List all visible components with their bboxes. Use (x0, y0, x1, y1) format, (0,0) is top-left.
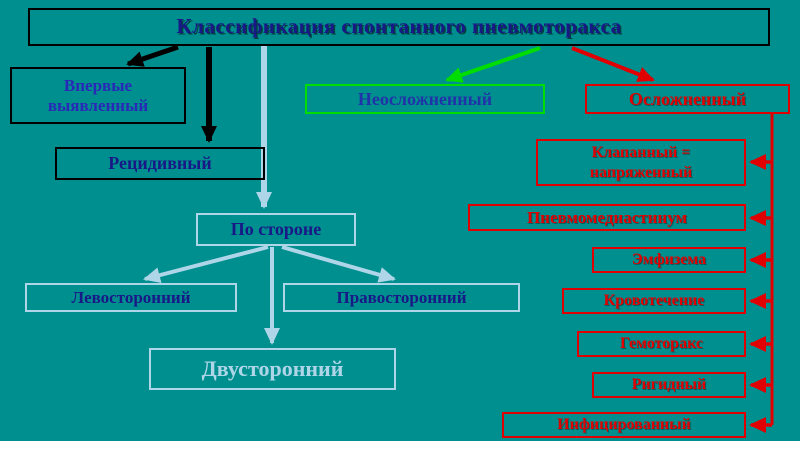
node-valve-tension: Клапанный = напряженный (536, 139, 746, 186)
node-right-sided: Правосторонний (283, 283, 520, 312)
node-recurrent: Рецидивный (55, 147, 265, 180)
node-first-detected: Впервые выявленный (10, 67, 186, 124)
node-hemothorax: Гемоторакс (577, 331, 746, 357)
node-emphysema: Эмфизема (592, 247, 746, 273)
node-by-side: По стороне (196, 213, 356, 246)
arrow-to-left-sided (143, 245, 269, 283)
node-bleeding: Кровотечение (562, 288, 746, 314)
node-infected: Инфицированный (502, 412, 746, 438)
node-left-sided: Левосторонний (25, 283, 237, 312)
arrow-to-complicated (571, 46, 655, 82)
diagram-title: Классификация спонтанного пневмоторакса (28, 8, 770, 46)
node-complicated: Осложненный (585, 84, 790, 114)
node-bilateral: Двусторонний (149, 348, 396, 390)
node-rigid: Ригидный (592, 372, 746, 398)
node-uncomplicated: Неосложненный (305, 84, 545, 114)
arrow-to-first-detected (126, 44, 179, 67)
node-pneumomediastinum: Пневмомедиастинум (468, 204, 746, 231)
arrow-to-right-sided (281, 245, 396, 283)
arrow-to-uncomplicated (445, 46, 541, 83)
